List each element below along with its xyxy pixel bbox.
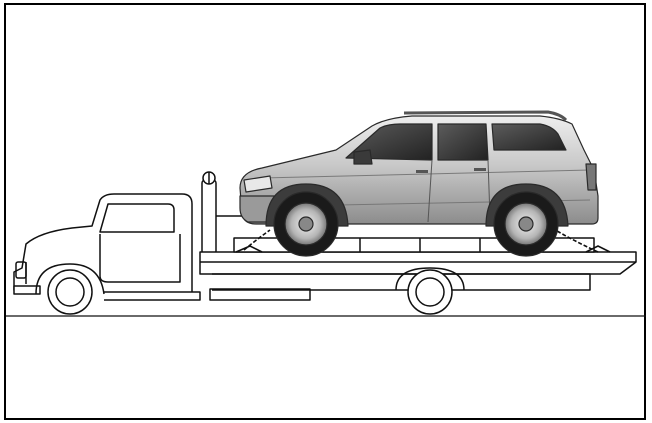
suv-icon xyxy=(240,112,598,256)
